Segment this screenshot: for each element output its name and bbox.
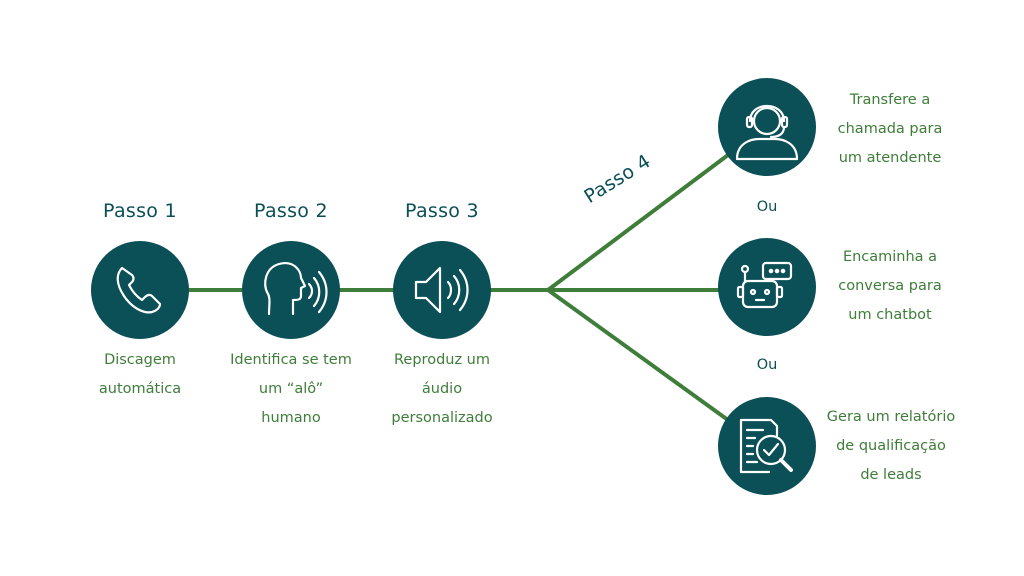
step-1-desc: Discagem automática (98, 352, 182, 397)
outcome-report-node (718, 397, 816, 495)
branch-to-report (546, 288, 730, 422)
outcome-agent-text: Transfere a chamada para um atendente (837, 92, 943, 166)
outcome-agent-node (718, 78, 816, 176)
step-1-title: Passo 1 (103, 200, 177, 222)
report-search-icon (739, 418, 793, 474)
step-3-desc: Reproduz um áudio personalizado (391, 352, 493, 426)
step-2-title: Passo 2 (254, 200, 328, 222)
separator-or-1: Ou (756, 199, 778, 215)
outcome-report-text: Gera um relatório de qualificação de lea… (826, 409, 956, 483)
branch-to-agent (546, 153, 730, 292)
connectors (186, 153, 730, 422)
step-3-title: Passo 3 (405, 200, 479, 222)
step-2-node (242, 241, 340, 339)
step-2-desc: Identifica se tem um “alô” humano (230, 352, 352, 426)
separator-or-2: Ou (756, 357, 778, 373)
outcome-chatbot-node (718, 238, 816, 336)
outcome-chatbot-text: Encaminha a conversa para um chatbot (838, 249, 942, 323)
chatbot-icon (736, 261, 793, 309)
speaker-icon (414, 266, 469, 314)
step-1-node (91, 241, 189, 339)
speaking-head-icon (264, 262, 328, 316)
phone-icon (116, 266, 162, 314)
step-3-node (393, 241, 491, 339)
headset-agent-icon (735, 105, 799, 161)
